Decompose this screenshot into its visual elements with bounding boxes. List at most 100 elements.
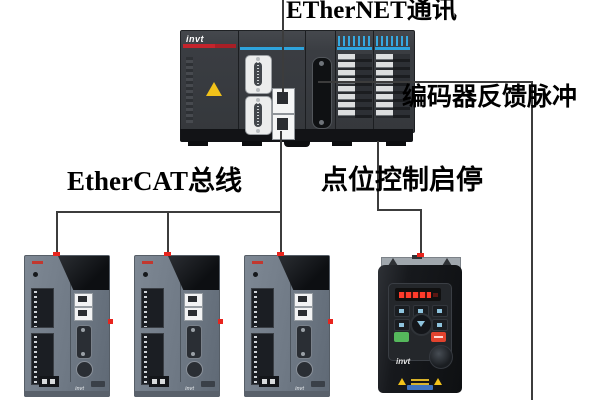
vfd-down-button [432, 319, 448, 331]
ethercat-drop-servo2 [167, 211, 169, 255]
servo-divider [70, 256, 71, 382]
vfd-body: invt [378, 265, 462, 393]
servo-terminal-block-upper [31, 288, 54, 328]
plc-vent-slots [186, 57, 193, 123]
servo-divider [180, 256, 181, 382]
servo-ethercat-port-in [294, 293, 313, 307]
rj45-slot [277, 118, 288, 130]
connector-screw [191, 328, 195, 332]
servo-io-connector [76, 325, 92, 359]
plc-din-clip [284, 141, 310, 147]
vfd-enter-button [410, 313, 433, 336]
connection-dot-servo2 [164, 252, 171, 256]
servo-io-connector [186, 325, 202, 359]
warning-text-line [411, 379, 429, 381]
vfd-stop-button [431, 332, 446, 342]
module-divider [305, 31, 306, 129]
servo-status-led [33, 272, 38, 277]
dsub-pins [254, 62, 262, 86]
cpu-dsub-port-2 [245, 96, 272, 135]
vfd-prg-button [394, 305, 410, 317]
button-glyph [399, 309, 404, 313]
label-ethercat-bus: EtherCAT总线 [67, 166, 242, 196]
io2-blue-stripe [375, 47, 410, 50]
servo-brand-logo: invt [75, 386, 84, 392]
rj45-slot [188, 296, 197, 302]
pin [270, 379, 275, 384]
rj45-slot [78, 310, 87, 316]
io1-terminal-clamps [338, 54, 355, 118]
servo-led-display [91, 381, 105, 387]
button-glyph [437, 309, 442, 313]
vfd-esc-button [432, 305, 448, 317]
module-divider [238, 31, 239, 129]
servo-io-connector [296, 325, 312, 359]
plc-foot [188, 141, 208, 146]
rj45-slot [277, 92, 288, 104]
pin [160, 379, 165, 384]
warning-triangle-icon [206, 82, 222, 96]
label-ethernet: ETherNET通讯 [286, 0, 457, 24]
plc-foot [242, 141, 262, 146]
servo-divider [290, 256, 291, 382]
module-divider [335, 31, 336, 129]
plc-foot [386, 141, 406, 146]
dsub-pins [254, 103, 262, 127]
encoder-connector-slot [312, 57, 332, 129]
servo-status-led [253, 272, 258, 277]
ethercat-bus-line [56, 211, 282, 213]
dsub-screw [256, 98, 260, 102]
cpu-dsub-port-1 [245, 55, 272, 94]
servo-led-display [201, 381, 215, 387]
servo-encoder-connector [76, 361, 93, 378]
servo-ethercat-port-out [294, 307, 313, 321]
io2-led-row [376, 36, 408, 46]
io1-led-row [338, 36, 370, 46]
label-point-control: 点位控制启停 [321, 165, 483, 195]
servo-red-marker [218, 319, 223, 324]
vfd-brand-logo: invt [396, 357, 411, 366]
vfd-unit: invt [378, 255, 462, 395]
connection-dot-servo1 [53, 252, 60, 256]
ethercat-port [272, 114, 295, 140]
servo-red-marker [108, 319, 113, 324]
ethernet-wire-vertical [282, 0, 284, 92]
pin [50, 379, 55, 384]
servo-red-marker [328, 319, 333, 324]
label-encoder-feedback: 编码器反馈脉冲 [402, 84, 578, 111]
servo-model-mark [32, 261, 43, 264]
servo-led-display [311, 381, 325, 387]
servo-bottom-connector [39, 376, 59, 387]
rj45-slot [188, 310, 197, 316]
servo-model-mark [142, 261, 153, 264]
pin [262, 379, 267, 384]
mounting-hole-icon [388, 258, 398, 266]
connector-screw [301, 352, 305, 356]
servo-status-led [143, 272, 148, 277]
connector-screw [81, 352, 85, 356]
button-glyph [418, 309, 423, 313]
servo-terminal-block-upper [141, 288, 164, 328]
ethercat-wire-plc-drop [280, 131, 282, 255]
io2-terminal-clamps [376, 54, 393, 118]
warning-triangle-icon [398, 378, 406, 385]
dsub-screw [256, 129, 260, 133]
io1-blue-stripe [337, 47, 372, 50]
servo-drive-3: invt [244, 255, 333, 397]
vfd-shift-button [394, 319, 410, 331]
servo-bottom-connector [259, 376, 279, 387]
warning-triangle-icon [434, 378, 442, 385]
connector-screw [191, 352, 195, 356]
servo-base [244, 391, 330, 397]
rj45-slot [298, 296, 307, 302]
servo-base [24, 391, 110, 397]
plc-foot [332, 141, 352, 146]
connection-dot-servo3 [277, 252, 284, 256]
button-glyph [437, 323, 442, 327]
dsub-screw [256, 57, 260, 61]
slot-screw [319, 61, 324, 66]
servo-terminal-block-upper [251, 288, 274, 328]
rj45-slot [298, 310, 307, 316]
cpu-blue-stripe [240, 47, 304, 50]
display-digits [399, 292, 431, 298]
